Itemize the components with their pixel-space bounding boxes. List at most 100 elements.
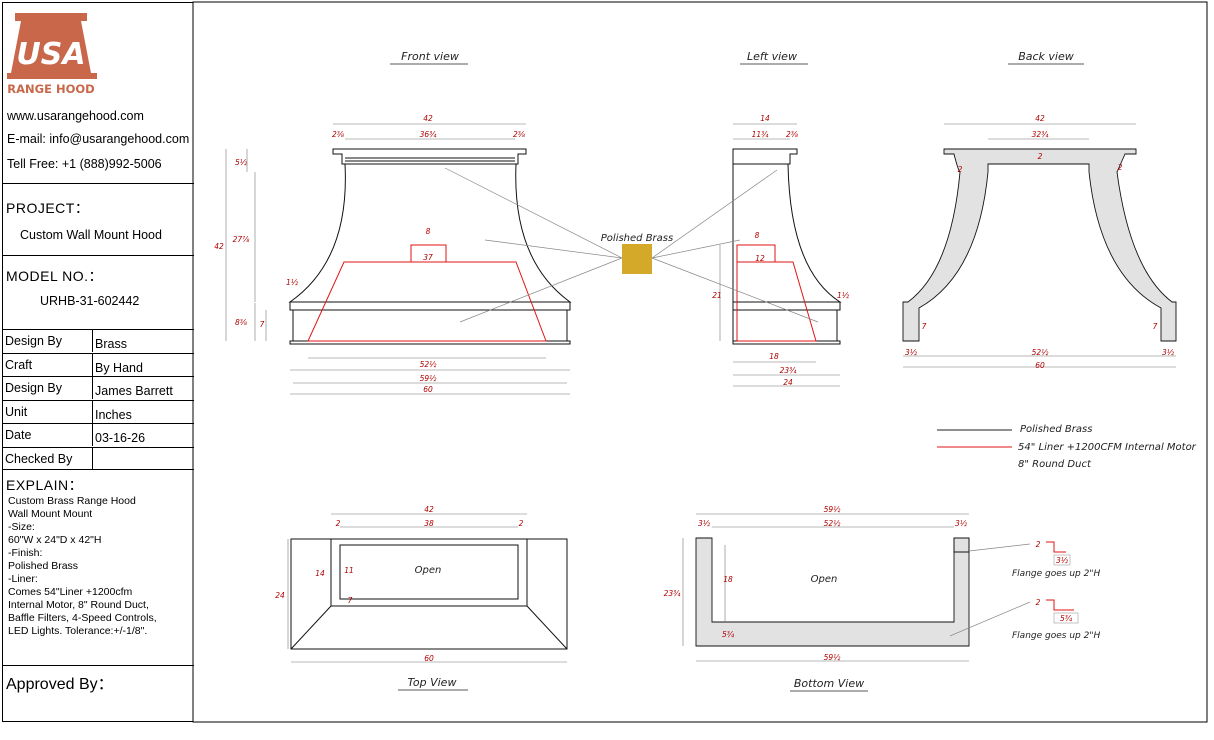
svg-text:32¾: 32¾ bbox=[1032, 130, 1050, 139]
logo-subtext: RANGE HOOD bbox=[7, 82, 94, 95]
details-row-label: Unit bbox=[5, 404, 28, 419]
details-row-label: Date bbox=[5, 428, 32, 442]
details-row-value bbox=[92, 447, 95, 470]
svg-text:59½: 59½ bbox=[420, 374, 438, 383]
details-row-label: Design By bbox=[5, 381, 62, 395]
top-view-title: Top View bbox=[398, 676, 468, 691]
email-text: E-mail: info@usarangehood.com bbox=[7, 132, 190, 146]
svg-text:2: 2 bbox=[336, 519, 341, 528]
svg-text:5½: 5½ bbox=[235, 158, 248, 167]
svg-text:23¾: 23¾ bbox=[780, 366, 798, 375]
svg-text:2: 2 bbox=[1118, 163, 1123, 172]
details-row: Date 03-16-26 bbox=[3, 423, 194, 446]
svg-text:3½: 3½ bbox=[1162, 348, 1175, 357]
svg-text:23¾: 23¾ bbox=[664, 589, 682, 598]
svg-text:11¾: 11¾ bbox=[752, 130, 770, 139]
svg-text:8: 8 bbox=[755, 231, 760, 240]
svg-text:7: 7 bbox=[922, 322, 927, 331]
svg-text:12: 12 bbox=[755, 254, 765, 263]
brass-swatch bbox=[622, 244, 652, 274]
svg-text:2: 2 bbox=[1038, 152, 1043, 161]
legend: Polished Brass 54" Liner +1200CFM Intern… bbox=[937, 424, 1197, 470]
svg-text:1½: 1½ bbox=[286, 278, 299, 287]
details-row-label: Craft bbox=[5, 357, 33, 372]
details-row: Design By Brass bbox=[3, 329, 194, 352]
svg-text:1½: 1½ bbox=[837, 291, 850, 300]
svg-text:21: 21 bbox=[712, 291, 722, 300]
left-view: 14 11¾ 2⅜ 8 21 12 1½ 18 23¾ 24 bbox=[712, 114, 850, 387]
approved-by-label: Approved By： bbox=[6, 676, 114, 693]
back-view-title: Back view bbox=[1008, 50, 1084, 65]
svg-text:2⅜: 2⅜ bbox=[332, 130, 345, 139]
explain-line: Custom Brass Range Hood bbox=[8, 495, 136, 507]
svg-text:42: 42 bbox=[214, 242, 224, 251]
svg-text:5¾: 5¾ bbox=[1060, 614, 1073, 623]
svg-text:11: 11 bbox=[344, 566, 354, 575]
top-view: 42 38 2 2 14 11 7 24 60 Open bbox=[275, 505, 568, 663]
explain-line: -Finish: bbox=[8, 547, 43, 559]
explain-line: Internal Motor, 8" Round Duct, bbox=[8, 599, 149, 611]
details-row-label: Checked By bbox=[5, 451, 73, 466]
details-row-value: Brass bbox=[92, 330, 127, 352]
svg-text:2: 2 bbox=[519, 519, 524, 528]
svg-text:Back view: Back view bbox=[1018, 50, 1074, 63]
svg-text:8⅜: 8⅜ bbox=[235, 318, 248, 327]
project-value: Custom Wall Mount Hood bbox=[20, 228, 162, 242]
explain-line: -Size: bbox=[8, 521, 35, 533]
model-label: MODEL NO.： bbox=[6, 268, 104, 284]
details-row-value: 03-16-26 bbox=[92, 424, 145, 446]
svg-text:59½: 59½ bbox=[824, 505, 842, 514]
back-view: 42 32¾ 2 2 2 7 7 3½ 3½ 52½ 60 bbox=[902, 114, 1177, 370]
svg-text:18: 18 bbox=[723, 575, 733, 584]
usa-range-hood-logo: USA RANGE HOOD bbox=[7, 13, 97, 95]
explain-line: 60"W x 24"D x 42"H bbox=[8, 534, 102, 546]
svg-text:2⅜: 2⅜ bbox=[513, 130, 526, 139]
explain-label: EXPLAIN： bbox=[6, 477, 84, 493]
flange-detail-2: 2 5¾ Flange goes up 2"H bbox=[1012, 598, 1100, 641]
legend-duct: 8" Round Duct bbox=[1018, 459, 1092, 470]
svg-text:27⅞: 27⅞ bbox=[233, 235, 251, 244]
svg-text:52½: 52½ bbox=[824, 519, 842, 528]
svg-text:42: 42 bbox=[423, 114, 433, 123]
svg-text:7: 7 bbox=[348, 596, 353, 605]
explain-line: Polished Brass bbox=[8, 560, 79, 572]
explain-line: LED Lights. Tolerance:+/-1/8". bbox=[8, 625, 148, 637]
legend-liner: 54" Liner +1200CFM Internal Motor bbox=[1018, 442, 1197, 453]
details-row-value: James Barrett bbox=[92, 377, 173, 399]
top-open-label: Open bbox=[415, 565, 442, 576]
svg-text:Flange goes up 2"H: Flange goes up 2"H bbox=[1012, 569, 1100, 579]
front-view-title: Front view bbox=[390, 50, 468, 65]
svg-text:2: 2 bbox=[958, 165, 963, 174]
bottom-view: 59½ 52½ 3½ 3½ 23¾ 18 5¾ 59½ Open 2 3½ Fl… bbox=[664, 505, 1101, 662]
svg-text:14: 14 bbox=[315, 569, 325, 578]
svg-text:52½: 52½ bbox=[1032, 348, 1050, 357]
svg-text:59½: 59½ bbox=[824, 653, 842, 662]
svg-text:5¾: 5¾ bbox=[722, 630, 735, 639]
explain-line: Comes 54"Liner +1200cfm bbox=[8, 586, 133, 598]
svg-text:7: 7 bbox=[1153, 322, 1158, 331]
details-row: Checked By bbox=[3, 446, 194, 470]
svg-text:3½: 3½ bbox=[955, 519, 968, 528]
svg-text:36¾: 36¾ bbox=[420, 130, 438, 139]
model-value: URHB-31-602442 bbox=[40, 294, 140, 308]
svg-text:2⅜: 2⅜ bbox=[786, 130, 799, 139]
svg-text:52½: 52½ bbox=[420, 360, 438, 369]
svg-text:60: 60 bbox=[424, 654, 434, 663]
svg-text:38: 38 bbox=[424, 519, 434, 528]
explain-line: Baffle Filters, 4-Speed Controls, bbox=[8, 612, 157, 624]
details-row-value: Inches bbox=[92, 400, 132, 423]
material-callout: Polished Brass bbox=[444, 167, 819, 323]
details-row-label: Design By bbox=[5, 334, 62, 348]
legend-polished-brass: Polished Brass bbox=[1020, 424, 1092, 435]
svg-text:24: 24 bbox=[275, 591, 285, 600]
phone-text: Tell Free: +1 (888)992-5006 bbox=[7, 157, 162, 171]
project-label: PROJECT： bbox=[6, 200, 90, 216]
svg-text:2: 2 bbox=[1036, 540, 1041, 549]
front-view: 42 36¾ 2⅜ 2⅜ 5½ 42 27⅞ 8 37 1½ 8⅜ 7 52½ … bbox=[214, 114, 572, 395]
svg-text:Front view: Front view bbox=[401, 50, 459, 63]
svg-text:Flange goes up 2"H: Flange goes up 2"H bbox=[1012, 631, 1100, 641]
svg-text:3½: 3½ bbox=[1056, 556, 1069, 565]
svg-text:Bottom View: Bottom View bbox=[794, 677, 864, 690]
